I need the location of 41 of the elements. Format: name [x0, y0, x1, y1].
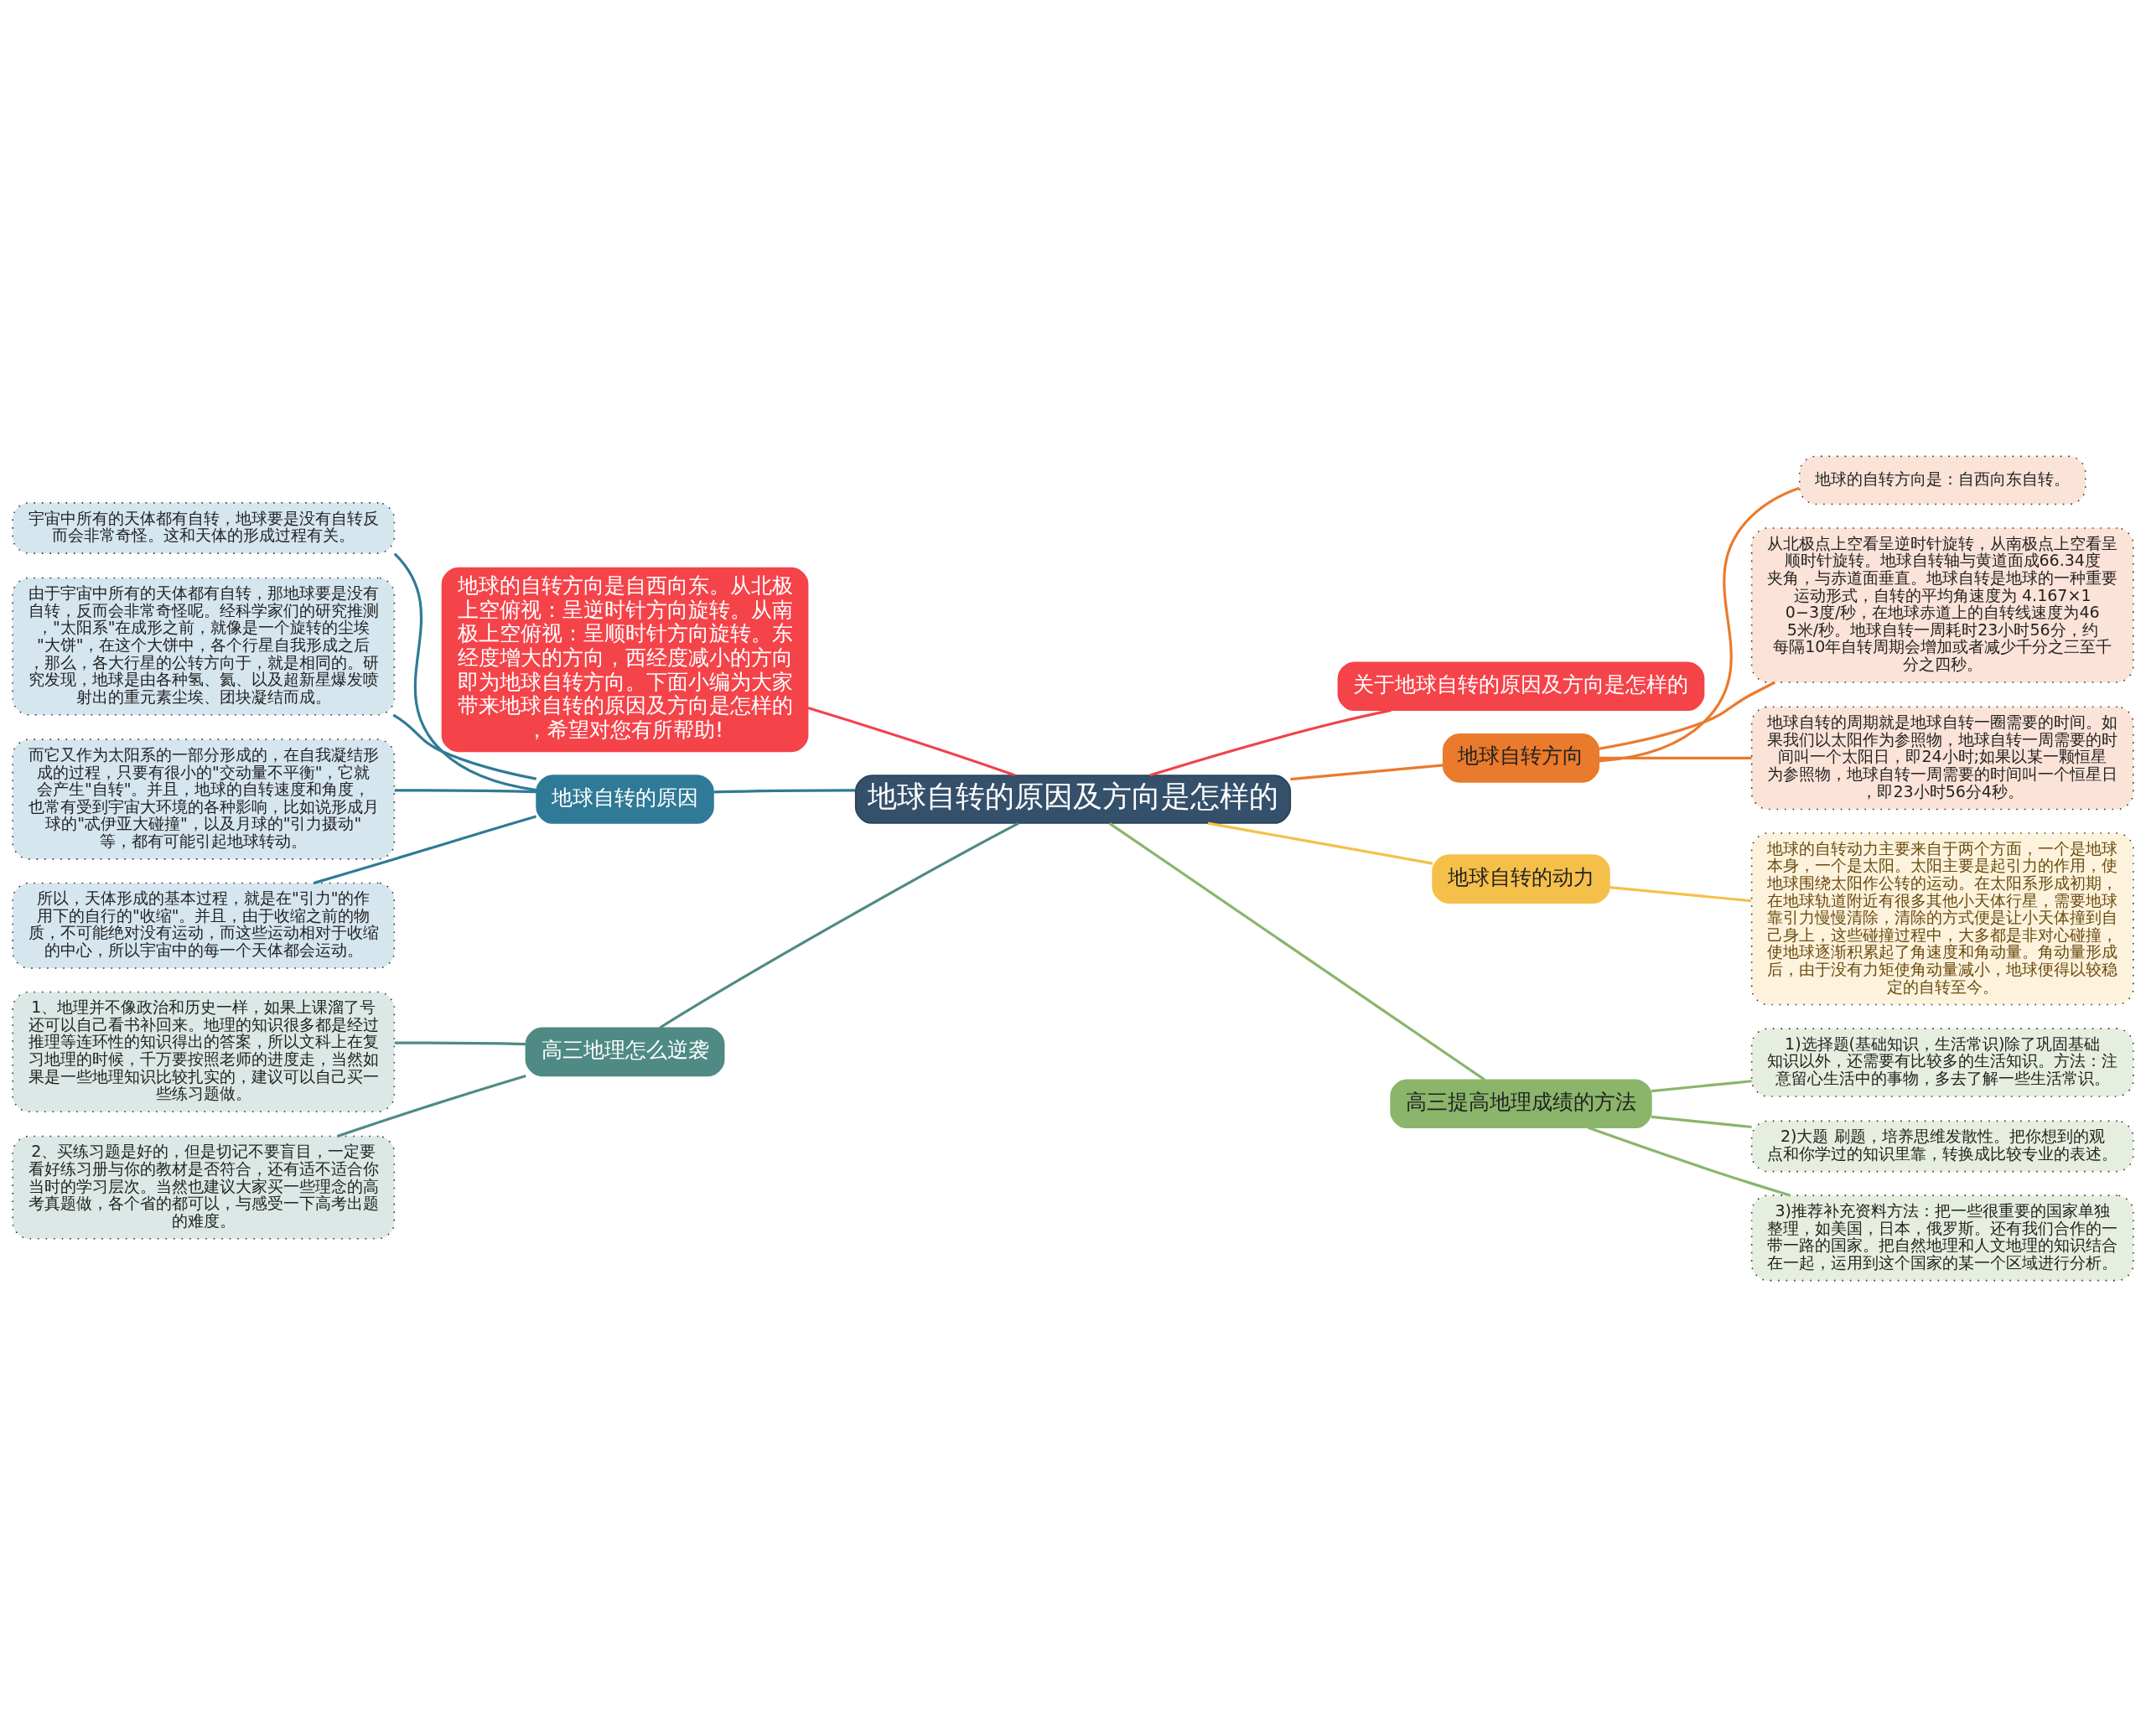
connector — [807, 706, 1016, 776]
connector — [392, 713, 537, 780]
node-box: 高三地理怎么逆袭 — [525, 1027, 725, 1076]
node-box: 地球的自转方向是：自西向东自转。 — [1798, 455, 2086, 505]
node-box: 地球自转的原因及方向是怎样的 — [854, 774, 1292, 824]
connector — [393, 552, 537, 791]
node-box: 关于地球自转的原因及方向是怎样的 — [1337, 661, 1705, 711]
connector — [1599, 756, 1752, 759]
connector — [314, 814, 536, 884]
connector — [1108, 821, 1485, 1080]
connector — [1599, 486, 1800, 762]
connector — [336, 1074, 526, 1137]
node-box: 地球的自转方向是自西向东。从北极上空俯视：呈逆时针方向旋转。从南极上空俯视：呈顺时针方向旋转。东经度增大的方向，西经度减小的方向即为地球自转方向。下面小编为大家带来地球自转的原因及方向是怎样的，希望对您有所帮助! — [441, 567, 809, 752]
connector — [1651, 1115, 1752, 1128]
node-box: 地球自转方向 — [1442, 733, 1600, 783]
connector — [1149, 708, 1392, 776]
connector — [1610, 885, 1752, 902]
connector — [713, 788, 856, 793]
node-box: 2、买练习题是好的，但是切记不要盲目，一定要看好练习册与你的教材是否符合，还有适不适合你当时的学习层次。当然也建议大家买一些理念的高考真题做，各个省的都可以，与感受一下高考出题的难度。 — [12, 1135, 396, 1239]
node-box: 所以，天体形成的基本过程，就是在"引力"的作用下的自行的"收缩"。并且，由于收缩之前的物质，不可能绝对没有运动，而这些运动相对于收缩的中心，所以宇宙中的每一个天体都会运动。 — [12, 882, 396, 969]
node-box: 地球的自转动力主要来自于两个方面，一个是地球本身，一个是太阳。太阳主要是起引力的作用，使地球围绕太阳作公转的运动。在太阳系形成初期，在地球轨道附近有很多其他小天体行星，需要地球靠引力慢慢清除，清除的方式便是让小天体撞到自己身上，这些碰撞过程中，大多都是非对心碰撞，使地球逐渐积累起了角速度和角动量。角动量形成后，由于没有力矩使角动量减小，地球便得以较稳定的自转至今。 — [1750, 832, 2134, 1005]
connector — [394, 788, 537, 793]
connector — [659, 821, 1019, 1029]
node-box: 由于宇宙中所有的天体都有自转，那地球要是没有自转，反而会非常奇怪呢。经科学家们的研究推测，"太阳系"在成形之前，就像是一个旋转的尘埃"大饼"，在这个大饼中，各个行星自我形成之后，那么，各大行星的公转方向于，就是相同的。研究发现，地球是由各种氢、氦、以及超新星爆发喷射出的重元素尘埃、团块凝结而成。 — [12, 577, 396, 716]
node-box: 地球自转的动力 — [1432, 853, 1610, 904]
node-box: 高三提高地理成绩的方法 — [1390, 1078, 1652, 1128]
node-box: 从北极点上空看呈逆时针旋转，从南极点上空看呈顺时针旋转。地球自转轴与黄道面成66.34度夹角，与赤道面垂直。地球自转是地球的一种重要运动形式，自转的平均角速度为 4.167×10−3度/秒，在地球赤道上的自转线速度为465米/秒。地球自转一周耗时23小时56分，约每隔10年自转周期会增加或者减少千分之三至千分之四秒。 — [1750, 526, 2134, 683]
connector — [1651, 1079, 1752, 1092]
node-box: 1、地理并不像政治和历史一样，如果上课溜了号还可以自己看书补回来。地理的知识很多都是经过推理等连环性的知识得出的答案，所以文科上在复习地理的时候，千万要按照老师的进度走，当然如果是一些地理知识比较扎实的，建议可以自己买一些练习题做。 — [12, 991, 396, 1112]
node-box: 地球自转的原因 — [536, 774, 714, 824]
connector — [1207, 821, 1433, 865]
node-box: 宇宙中所有的天体都有自转，地球要是没有自转反而会非常奇怪。这和天体的形成过程有关。 — [12, 501, 396, 554]
node-box: 2)大题 刷题，培养思维发散性。把你想到的观点和你学过的知识里靠，转换成比较专业的表述。 — [1750, 1120, 2134, 1172]
node-box: 而它又作为太阳系的一部分形成的，在自我凝结形成的过程，只要有很小的"交动量不平衡"，它就会产生"自转"。并且，地球的自转速度和角度，也常有受到宇宙大环境的各种影响，比如说形成月球的"忒伊亚大碰撞"，以及月球的"引力摄动"等，都有可能引起地球转动。 — [12, 738, 396, 860]
connector — [1599, 681, 1776, 750]
node-box: 地球自转的周期就是地球自转一圈需要的时间。如果我们以太阳作为参照物，地球自转一周需要的时间叫一个太阳日，即24小时;如果以某一颗恒星为参照物，地球自转一周需要的时间叫一个恒星日，即23小时56分4秒。 — [1750, 706, 2134, 810]
connector — [394, 1041, 526, 1045]
connector — [1588, 1126, 1791, 1197]
connector — [1290, 763, 1444, 780]
node-box: 1)选择题(基础知识，生活常识)除了巩固基础知识以外，还需要有比较多的生活知识。方法：注意留心生活中的事物，多去了解一些生活常识。 — [1750, 1027, 2134, 1097]
node-box: 3)推荐补充资料方法：把一些很重要的国家单独整理，如美国，日本，俄罗斯。还有我们合作的一带一路的国家。把自然地理和人文地理的知识结合在一起，运用到这个国家的某一个区域进行分析。 — [1750, 1194, 2134, 1281]
